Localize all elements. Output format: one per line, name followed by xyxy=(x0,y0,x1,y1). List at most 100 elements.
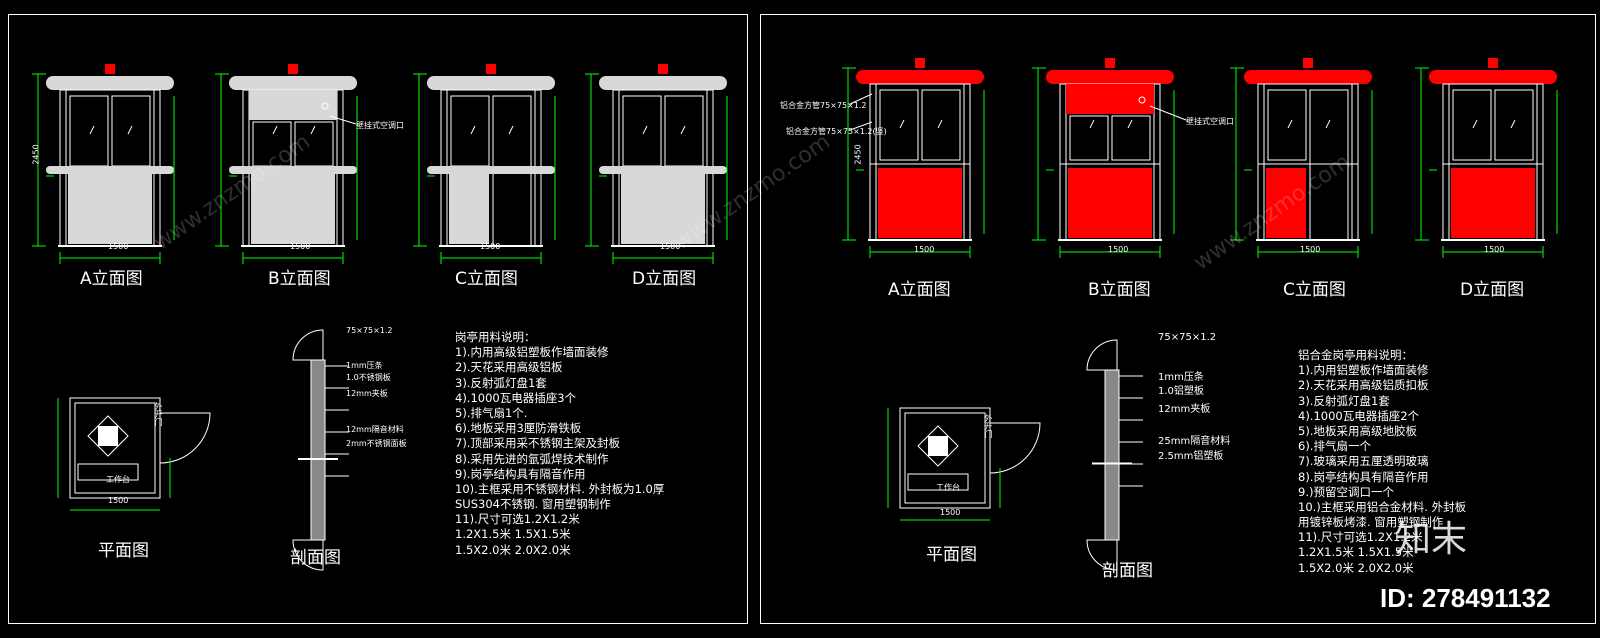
right-booth-a-window xyxy=(921,89,961,161)
left-note-2: 2).天花采用高级铝板 xyxy=(455,360,563,375)
right-section-note-4: 25mm隔音材料 xyxy=(1158,436,1231,447)
right-plan-desk xyxy=(907,473,969,491)
right-plan-inner xyxy=(904,412,986,504)
left-booth-b-warning-light xyxy=(288,64,298,74)
left-booth-b-ac-port xyxy=(321,102,329,110)
right-section-note-3: 12mm夹板 xyxy=(1158,404,1211,415)
right-booth-a-warning-light xyxy=(915,58,925,68)
left-booth-d-glass-mark xyxy=(680,125,686,135)
right-booth-b-roof xyxy=(1046,70,1174,84)
right-a-callout-0: 铝合金方管75×75×1.2 xyxy=(780,101,867,110)
left-booth-d-roof xyxy=(599,76,727,90)
left-section-note-1: 1mm压条 xyxy=(346,361,383,370)
left-height-dim: 2450 xyxy=(31,144,41,165)
right-note-9: 9.)预留空调口一个 xyxy=(1298,484,1394,499)
left-booth-a-lower-panel xyxy=(68,174,152,244)
left-booth-c-mid-band xyxy=(427,166,555,174)
right-note-2: 2).天花采用高级铝质扣板 xyxy=(1298,378,1429,393)
right-plan-door-swing xyxy=(989,422,1041,474)
left-note-1: 1).内用高级铝塑板作墙面装修 xyxy=(455,345,609,360)
right-booth-b-lower-panel xyxy=(1068,168,1152,238)
right-booth-a-window xyxy=(879,89,919,161)
right-booth-b-warning-light xyxy=(1105,58,1115,68)
left-elevation-b-label: B立面图 xyxy=(268,269,331,289)
right-plan-label: 平面图 xyxy=(926,545,977,565)
left-booth-c-glass-mark xyxy=(508,125,514,135)
right-booth-d-glass-mark xyxy=(1472,119,1478,129)
left-booth-d-mid-band xyxy=(599,166,727,174)
right-note-6: 6).排气扇一个 xyxy=(1298,439,1371,454)
right-booth-c-lower-panel xyxy=(1266,168,1306,238)
left-booth-c-door-glass xyxy=(450,95,490,167)
left-booth-a-warning-light xyxy=(105,64,115,74)
left-booth-a-glass-mark xyxy=(89,125,95,135)
left-note-8: 8).采用先进的氩弧焊技术制作 xyxy=(455,451,609,466)
right-section-wall xyxy=(1104,369,1120,541)
right-elevation-d-label: D立面图 xyxy=(1460,280,1525,300)
right-booth-c-roof xyxy=(1244,70,1372,84)
right-note-8: 8).岗亭结构具有隔音作用 xyxy=(1298,469,1429,484)
left-elevation-c-label: C立面图 xyxy=(455,269,518,289)
right-booth-b-glass-mark xyxy=(1089,119,1095,129)
right-note-4: 4).1000瓦电器插座2个 xyxy=(1298,408,1420,423)
left-plan-label: 平面图 xyxy=(98,541,149,561)
right-booth-c-door-glass xyxy=(1267,89,1307,161)
brand-logo: 知末 xyxy=(1395,519,1468,560)
left-plan-dim: 1500 xyxy=(108,496,129,505)
right-plan-logo-diamond xyxy=(917,425,959,467)
left-a-width-dim: 1500 xyxy=(108,242,129,251)
left-elevation-a-label: A立面图 xyxy=(80,269,143,289)
right-booth-a-roof xyxy=(856,70,984,84)
left-booth-a-roof xyxy=(46,76,174,90)
left-section-top-cap xyxy=(292,329,324,361)
right-booth-d-roof xyxy=(1429,70,1557,84)
right-note-1: 1).内用铝塑板作墙面装修 xyxy=(1298,363,1429,378)
left-booth-b-upper-panel xyxy=(249,90,337,120)
right-section-note-0: 75×75×1.2 xyxy=(1158,332,1217,343)
left-booth-b-lower-panel xyxy=(251,174,335,244)
right-plan-dim: 1500 xyxy=(940,508,961,517)
right-booth-d-glass-mark xyxy=(1510,119,1516,129)
right-booth-a-glass-mark xyxy=(937,119,943,129)
left-booth-b-mid-band xyxy=(229,166,357,174)
right-section-top-cap xyxy=(1086,339,1118,371)
right-section-bottom-cap xyxy=(1086,539,1118,571)
right-b-callout: 壁挂式空调口 xyxy=(1186,117,1234,126)
left-note-5: 5).排气扇1个. xyxy=(455,405,528,420)
right-d-width-dim: 1500 xyxy=(1484,245,1505,254)
left-booth-a-glass-mark xyxy=(127,125,133,135)
right-note-10b: 用镀锌板烤漆. 窗用塑钢制作 xyxy=(1298,515,1444,530)
right-drawing-panel xyxy=(760,14,1596,624)
right-material-notes: 铝合金岗亭用料说明： 1).内用铝塑板作墙面装修 2).天花采用高级铝质扣板 3… xyxy=(1298,348,1466,576)
left-booth-c-glass-mark xyxy=(470,125,476,135)
left-section-bottom-cap xyxy=(292,539,324,571)
right-a-callout-leader xyxy=(849,121,873,131)
right-b-callout-leader xyxy=(1149,105,1187,121)
left-booth-b-glass-mark xyxy=(310,125,316,135)
left-d-width-dim: 1500 xyxy=(660,242,681,251)
left-note-10: 10).主框采用不锈钢材料. 外封板为1.0厚 xyxy=(455,481,665,496)
left-note-6: 6).地板采用3厘防滑铁板 xyxy=(455,421,582,436)
right-booth-c-glass-mark xyxy=(1287,119,1293,129)
right-booth-c-glass-mark xyxy=(1325,119,1331,129)
left-section-note-4: 12mm隔音材料 xyxy=(346,425,404,434)
left-note-10b: SUS304不锈钢. 窗用塑钢制作 xyxy=(455,497,611,512)
left-b-callout-leader xyxy=(329,115,357,125)
right-section-label: 剖面图 xyxy=(1102,561,1153,581)
left-b-width-dim: 1500 xyxy=(290,242,311,251)
left-b-callout: 壁挂式空调口 xyxy=(356,121,404,130)
right-note-11: 11).尺寸可选1.2X1.2米 xyxy=(1298,530,1423,545)
left-section-note-2: 1.0不锈钢板 xyxy=(346,373,391,382)
left-note-3: 3).反射弧灯盘1套 xyxy=(455,375,547,390)
left-section-note-0: 75×75×1.2 xyxy=(346,326,393,335)
right-height-dim: 2450 xyxy=(853,144,863,165)
left-booth-a-mid-band xyxy=(46,166,174,174)
left-plan-door-swing xyxy=(159,412,211,464)
right-note-7: 7).玻璃采用五厘透明玻璃 xyxy=(1298,454,1429,469)
left-drawing-panel xyxy=(8,14,748,624)
left-section-note-5: 2mm不锈钢面板 xyxy=(346,439,407,448)
right-booth-b-window xyxy=(1111,115,1151,161)
left-section-note-3: 12mm夹板 xyxy=(346,389,388,398)
left-note-4: 4).1000瓦电器插座3个 xyxy=(455,390,577,405)
